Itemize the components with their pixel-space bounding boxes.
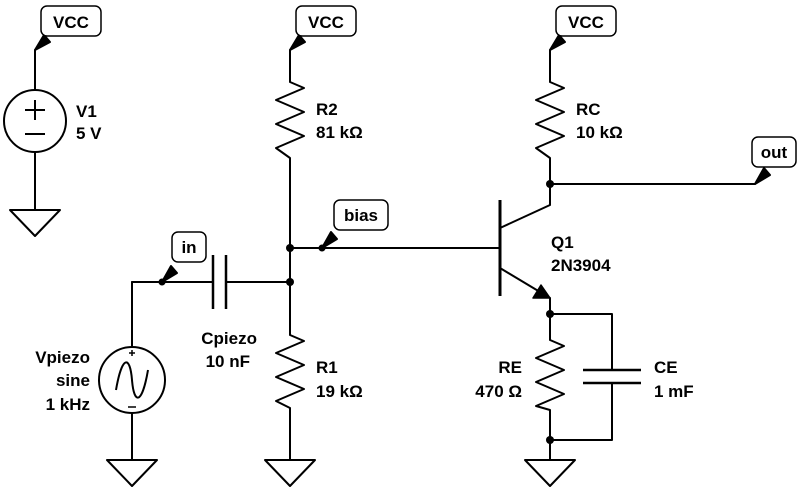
junction-dot [286, 278, 294, 286]
bias-flag: bias [321, 199, 389, 249]
ground-r1 [264, 459, 316, 487]
vcc-label: VCC [53, 13, 89, 32]
rc-value: 10 kΩ [576, 123, 623, 142]
cpiezo-capacitor [211, 255, 228, 309]
in-label: in [181, 238, 196, 257]
junction-dot [286, 244, 294, 252]
r1-name: R1 [316, 358, 338, 377]
r1-resistor [275, 334, 305, 409]
bias-label: bias [344, 206, 378, 225]
vcc-label: VCC [308, 13, 344, 32]
vcc-flag-r2: VCC [289, 5, 357, 51]
vcc-label: VCC [568, 13, 604, 32]
vpiezo-freq: 1 kHz [46, 395, 90, 414]
re-resistor [535, 339, 565, 411]
junction-dot [546, 436, 554, 444]
v1-value: 5 V [76, 124, 102, 143]
ce-capacitor [583, 368, 641, 385]
in-flag: in [161, 231, 207, 283]
wires [34, 49, 756, 461]
rc-resistor [535, 81, 565, 159]
v1-name: V1 [76, 102, 97, 121]
ground-v1 [9, 209, 61, 237]
vpiezo-sine-source [98, 346, 166, 414]
re-name: RE [498, 358, 522, 377]
r2-resistor [275, 81, 305, 159]
rc-name: RC [576, 100, 601, 119]
q1-npn-transistor [498, 200, 551, 299]
out-flag: out [751, 136, 797, 185]
re-value: 470 Ω [475, 382, 522, 401]
r1-value: 19 kΩ [316, 382, 363, 401]
junction-dot [546, 310, 554, 318]
vpiezo-type: sine [56, 371, 90, 390]
ground-vpiezo [106, 459, 158, 487]
r2-value: 81 kΩ [316, 123, 363, 142]
ground-re [524, 459, 576, 487]
v1-dc-source [3, 89, 67, 153]
out-label: out [761, 143, 788, 162]
q1-name: Q1 [551, 233, 574, 252]
junction-dot [546, 180, 554, 188]
vcc-flag-rc: VCC [549, 5, 617, 51]
cpiezo-name: Cpiezo [201, 329, 257, 348]
r2-name: R2 [316, 100, 338, 119]
cpiezo-value: 10 nF [206, 352, 250, 371]
q1-value: 2N3904 [551, 256, 611, 275]
vpiezo-name: Vpiezo [35, 348, 90, 367]
ce-name: CE [654, 358, 678, 377]
vcc-flag-v1: VCC [34, 5, 102, 51]
ce-value: 1 mF [654, 382, 694, 401]
